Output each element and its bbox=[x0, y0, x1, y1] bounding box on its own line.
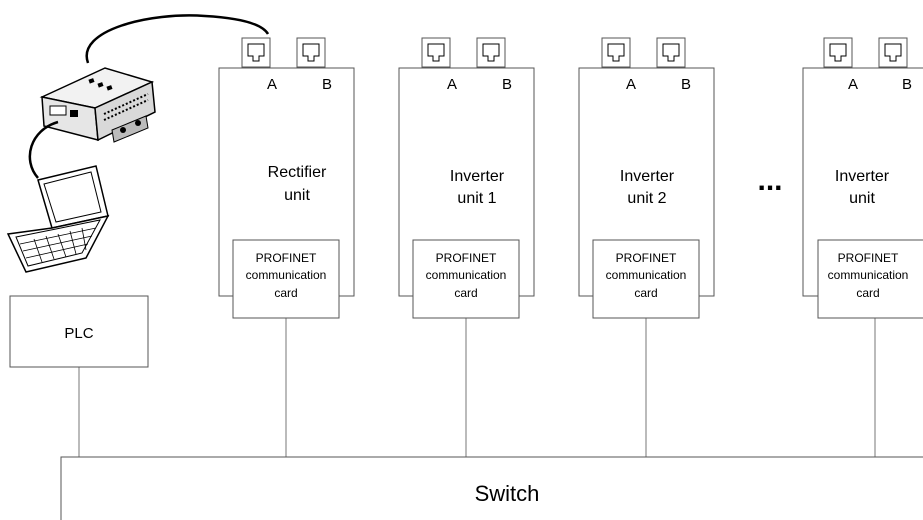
plc-label: PLC bbox=[64, 325, 93, 342]
card-line1: PROFINET bbox=[616, 251, 677, 265]
port-a[interactable] bbox=[241, 37, 271, 68]
port-b[interactable] bbox=[476, 37, 506, 68]
card-line1: PROFINET bbox=[838, 251, 899, 265]
unit-title-line1: Inverter bbox=[620, 168, 675, 185]
card-line2: communication bbox=[426, 268, 507, 282]
port-a-label: A bbox=[447, 76, 457, 93]
more-units-ellipsis: ... bbox=[757, 164, 782, 197]
unit-title-line1: Inverter bbox=[835, 168, 890, 185]
connection-lines bbox=[78, 318, 876, 457]
card-line3: card bbox=[274, 286, 297, 300]
inverter-unit-1: A B Inverter unit 1 PROFINET communicati… bbox=[398, 37, 535, 319]
unit-title-line1: Inverter bbox=[450, 168, 505, 185]
card-line3: card bbox=[634, 286, 657, 300]
commissioning-pc-setup bbox=[6, 14, 270, 273]
port-a-label: A bbox=[848, 76, 858, 93]
card-line1: PROFINET bbox=[436, 251, 497, 265]
port-a-label: A bbox=[267, 76, 277, 93]
unit-title-line2: unit 1 bbox=[457, 190, 496, 207]
port-a[interactable] bbox=[421, 37, 451, 68]
port-a-label: A bbox=[626, 76, 636, 93]
rectifier-unit: A B Rectifier unit PROFINET communicatio… bbox=[218, 37, 355, 319]
profinet-card: PROFINET communication card bbox=[817, 239, 923, 319]
unit-title-line2: unit 2 bbox=[627, 190, 666, 207]
port-a[interactable] bbox=[601, 37, 631, 68]
card-line2: communication bbox=[606, 268, 687, 282]
device-to-port-cable bbox=[85, 14, 270, 64]
plc-box: PLC bbox=[9, 295, 149, 368]
laptop-icon bbox=[6, 165, 110, 273]
card-line2: communication bbox=[828, 268, 909, 282]
unit-title-line2: unit bbox=[849, 190, 875, 207]
profinet-card: PROFINET communication card bbox=[592, 239, 700, 319]
card-line2: communication bbox=[246, 268, 327, 282]
port-b-label: B bbox=[502, 76, 512, 93]
port-b-label: B bbox=[322, 76, 332, 93]
card-line1: PROFINET bbox=[256, 251, 317, 265]
port-b[interactable] bbox=[656, 37, 686, 68]
unit-title-line2: unit bbox=[284, 187, 310, 204]
device-to-laptop-cable bbox=[28, 120, 59, 179]
port-b-label: B bbox=[902, 76, 912, 93]
port-b[interactable] bbox=[878, 37, 908, 68]
card-line3: card bbox=[454, 286, 477, 300]
inverter-unit-2: A B Inverter unit 2 PROFINET communicati… bbox=[578, 37, 715, 319]
unit-title-line1: Rectifier bbox=[268, 164, 327, 181]
profinet-card: PROFINET communication card bbox=[412, 239, 520, 319]
profinet-card: PROFINET communication card bbox=[232, 239, 340, 319]
port-a[interactable] bbox=[823, 37, 853, 68]
gateway-device-icon bbox=[39, 67, 156, 143]
port-b-label: B bbox=[681, 76, 691, 93]
switch-box: Switch bbox=[60, 456, 923, 520]
inverter-unit-n: A B Inverter unit PROFINET communication… bbox=[802, 37, 923, 319]
port-b[interactable] bbox=[296, 37, 326, 68]
card-line3: card bbox=[856, 286, 879, 300]
switch-label: Switch bbox=[475, 481, 540, 506]
